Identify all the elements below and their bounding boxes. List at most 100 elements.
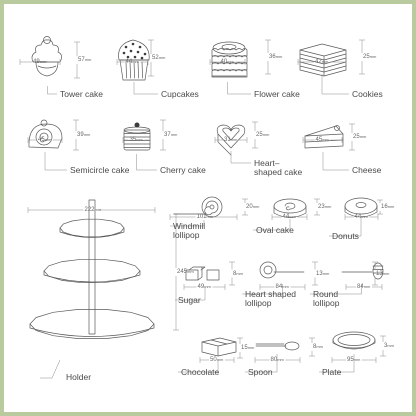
- holder-width-dimension-value: 222mm: [84, 207, 102, 213]
- cherry-leader-line: [136, 154, 157, 171]
- semicircle-leader-line: [44, 152, 67, 171]
- heart-width-dimension-value: 31mm: [224, 137, 238, 143]
- holder-illustration: [29, 199, 155, 339]
- spoon-illustration: [255, 341, 300, 351]
- heart-height-dimension: [252, 121, 258, 149]
- chocolate-height-dimension-value: 15mm: [241, 345, 255, 351]
- flower-leader-line: [227, 82, 251, 95]
- sugar-height-dimension: [229, 261, 235, 286]
- oval-height-dimension: [314, 198, 320, 216]
- heartlolly-height-dimension: [312, 261, 318, 286]
- windmill-width-dimension-value: 101mm: [196, 214, 214, 220]
- oval-height-dimension-value: 23mm: [318, 204, 332, 210]
- cheese-illustration: [304, 125, 344, 149]
- tower-height-dimension-value: 57mm: [78, 57, 92, 63]
- cupcakes-width-dimension-value: 44mm: [125, 59, 139, 65]
- sugar-illustration: [185, 266, 220, 281]
- oval-leader-line: [253, 219, 291, 231]
- oval-width-dimension: [271, 214, 308, 220]
- cherry-height-dimension-value: 37mm: [164, 132, 178, 138]
- sugar-height-dimension-value: 8mm: [233, 270, 244, 277]
- plate-leader-line: [319, 354, 355, 373]
- cheese-height-dimension: [349, 123, 355, 151]
- cupcakes-leader-line: [133, 82, 158, 95]
- windmill-width-dimension: [169, 214, 238, 220]
- heartlolly-height-dimension-value: 13mm: [316, 270, 330, 277]
- semicircle-width-dimension-value: 45mm: [38, 137, 52, 143]
- tower-label: Tower cake: [60, 89, 103, 99]
- cherry-label: Cherry cake: [160, 165, 206, 175]
- tower-illustration: [31, 36, 62, 77]
- flower-height-dimension: [265, 39, 271, 75]
- roundlolly-height-dimension-value: 13mm: [376, 270, 390, 277]
- roundlolly-label: Round lollipop: [313, 289, 340, 308]
- cookies-illustration: [299, 43, 347, 77]
- cheese-leader-line: [322, 152, 349, 171]
- heart-width-dimension: [214, 137, 248, 143]
- flower-width-dimension: [209, 59, 246, 65]
- roundlolly-width-dimension-value: 84mm: [357, 284, 371, 290]
- heartlolly-illustration: [259, 261, 305, 279]
- tower-width-dimension: [19, 59, 61, 65]
- cheese-label: Cheese: [352, 165, 382, 175]
- holder-width-dimension: [27, 207, 156, 213]
- roundlolly-leader-line: [310, 284, 362, 295]
- plate-height-dimension: [380, 335, 386, 357]
- windmill-label: Windmill lollipop: [173, 221, 206, 240]
- heartlolly-width-dimension: [259, 284, 306, 290]
- cupcakes-width-dimension: [116, 59, 149, 65]
- donuts-width-dimension: [344, 214, 379, 220]
- chocolate-width-dimension: [199, 357, 235, 363]
- roundlolly-illustration: [341, 262, 384, 280]
- chocolate-illustration: [201, 337, 237, 357]
- donuts-label: Donuts: [332, 231, 359, 241]
- spoon-width-dimension: [254, 357, 301, 363]
- semicircle-height-dimension: [73, 119, 79, 151]
- windmill-leader-line: [170, 220, 205, 227]
- heart-illustration: [216, 124, 246, 156]
- plate-height-dimension-value: 3mm: [384, 343, 395, 349]
- donuts-illustration: [344, 197, 378, 218]
- oval-label: Oval cake: [256, 225, 294, 235]
- cookies-width-dimension: [297, 59, 347, 65]
- cheese-width-dimension: [302, 137, 343, 143]
- sugar-leader-line: [175, 287, 206, 301]
- cupcakes-height-dimension-value: 52mm: [152, 55, 166, 61]
- heart-label: Heart–shaped cake: [254, 158, 303, 177]
- windmill-height-dimension-value: 20mm: [246, 204, 260, 210]
- roundlolly-height-dimension: [372, 261, 378, 286]
- heartlolly-width-dimension-value: 84mm: [275, 284, 289, 290]
- holder-height-dimension-value: 245mm: [177, 269, 194, 275]
- cupcakes-label: Cupcakes: [161, 89, 199, 99]
- cupcakes-illustration: [118, 39, 150, 81]
- heartlolly-label: Heart shaped lollipop: [245, 289, 297, 308]
- cheese-height-dimension-value: 25mm: [353, 134, 367, 140]
- chocolate-label: Chocolate: [181, 367, 220, 377]
- spoon-label: Spoon: [248, 367, 273, 377]
- chocolate-height-dimension: [237, 337, 243, 359]
- cookies-width-dimension-value: 42mm: [315, 59, 329, 65]
- spoon-height-dimension-value: 8mm: [313, 344, 324, 350]
- flower-width-dimension-value: 40mm: [220, 59, 234, 65]
- donuts-height-dimension-value: 16mm: [381, 204, 395, 210]
- cookies-leader-line: [321, 74, 349, 95]
- tower-leader-line: [47, 86, 57, 95]
- plate-width-dimension-value: 95mm: [347, 357, 361, 363]
- holder-leader-line: [40, 359, 61, 379]
- heart-leader-line: [230, 151, 251, 164]
- cookies-label: Cookies: [352, 89, 383, 99]
- semicircle-label: Semicircle cake: [70, 165, 130, 175]
- tower-height-dimension: [74, 41, 80, 79]
- cookies-height-dimension: [359, 39, 365, 75]
- holder-label: Holder: [66, 372, 92, 382]
- cupcakes-height-dimension: [148, 39, 154, 77]
- heart-height-dimension-value: 25mm: [256, 132, 270, 138]
- semicircle-illustration: [28, 119, 63, 149]
- sugar-width-dimension-value: 49mm: [197, 284, 211, 290]
- tower-width-dimension-value: 49mm: [33, 59, 47, 65]
- semicircle-width-dimension: [27, 137, 63, 143]
- heartlolly-leader-line: [242, 284, 283, 295]
- donuts-leader-line: [329, 218, 362, 237]
- spoon-leader-line: [245, 354, 278, 373]
